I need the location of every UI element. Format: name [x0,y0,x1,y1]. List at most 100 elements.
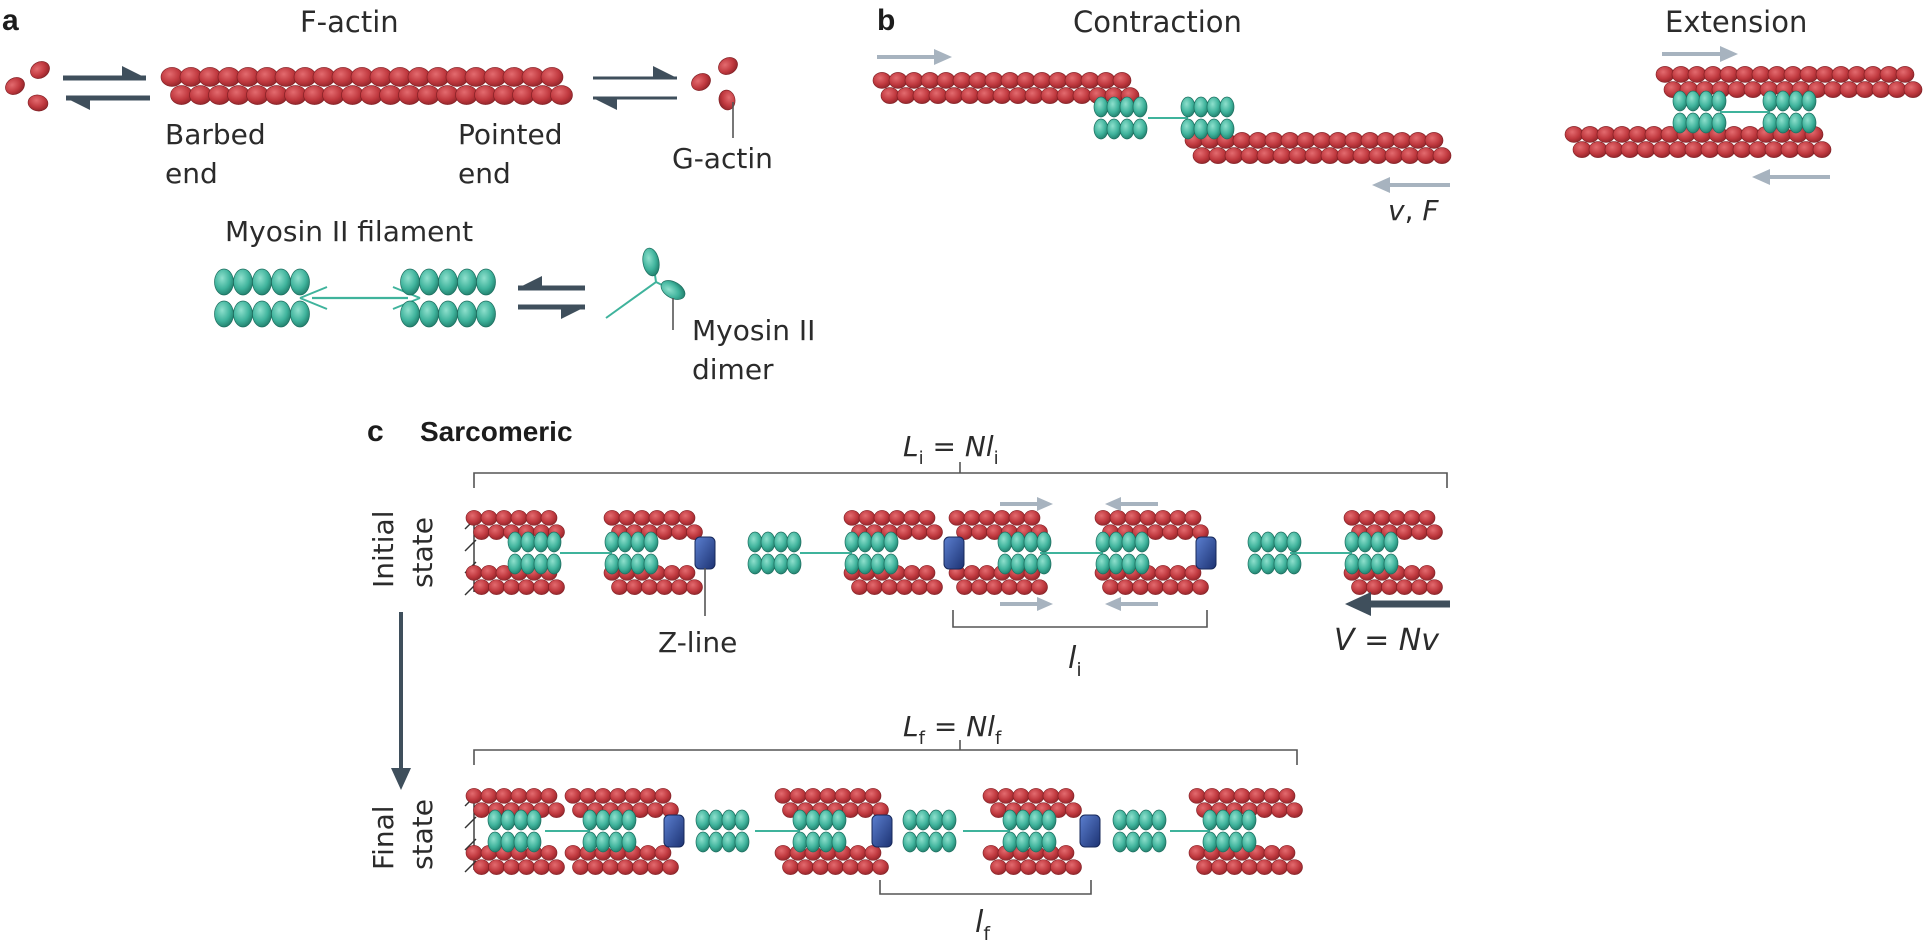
myosin-head [520,553,536,575]
myosin-head [1106,96,1122,118]
actin-bead [1360,132,1380,149]
myosin-head [1180,118,1196,140]
myosin-head [1241,809,1257,831]
arrow-head [593,98,617,110]
actin-bead [1112,72,1132,89]
myosin-head [252,268,272,296]
actin-bead [1384,147,1404,164]
myosin-head [695,831,711,853]
actin-bead [609,788,627,804]
myosin-head [805,809,821,831]
myosin-head [1247,531,1263,553]
initial-length-bracket [473,462,1448,488]
actin-bead [1226,859,1243,875]
actin-bead [1426,524,1443,540]
myosin-head [290,268,310,296]
myosin-head [419,268,439,296]
actin-bead [978,510,996,526]
myosin-head [457,268,477,296]
myosin-head [1028,831,1044,853]
myosin-head [630,531,646,553]
extension-label: Extension [1665,5,1807,39]
myosin-head [1801,90,1817,112]
myosin-head [1788,112,1804,134]
actin-bead [678,510,696,526]
actin-bead [1732,141,1752,158]
myosin-head [831,809,847,831]
myosin-head [252,300,272,328]
actin-bead [797,859,814,875]
myosin-head [818,809,834,831]
actin-bead [1050,859,1067,875]
myosin-head [271,300,291,328]
actin-bead [465,788,483,804]
actin-bead [632,859,649,875]
actin-bead [864,845,882,861]
myosin-head [1273,531,1289,553]
initial-sarcomere-bracket [952,610,1208,628]
myosin-head [1125,809,1141,831]
actin-bead [1580,126,1600,143]
myosin-head [582,809,598,831]
eqf-N: N [966,710,987,743]
actin-bead [888,72,908,89]
actin-bead [1416,147,1436,164]
myosin-head [1260,553,1276,575]
myosin-head [604,553,620,575]
actin-bead [1056,87,1076,104]
actin-bead [978,565,996,581]
myosin-head [526,831,542,853]
myosin-head [1138,831,1154,853]
actin-bead [1687,66,1707,83]
actin-bead [1218,788,1236,804]
actin-bead [1424,132,1444,149]
myosin-head [400,300,420,328]
arrow-head [1037,597,1053,611]
actin-bead [579,788,597,804]
myosin-head [608,831,624,853]
myosin-head [526,809,542,831]
final-length-bracket [473,740,1298,765]
myosin-head [1108,531,1124,553]
z-line-disc [943,536,965,570]
myosin-head [1041,809,1057,831]
gactin-monomer [5,77,25,95]
myosin-head [214,268,234,296]
actin-bead [857,859,874,875]
actin-bead [1203,788,1221,804]
actin-bead [896,579,913,595]
actin-bead [1248,132,1268,149]
actin-bead [1863,66,1883,83]
actin-bead [976,87,996,104]
actin-bead [1716,141,1736,158]
actin-bead [1096,72,1116,89]
myosin-head [513,809,529,831]
actin-bead [1871,81,1891,98]
actin-bead [963,565,981,581]
final-sarcomere-bracket [879,880,1092,895]
actin-bead [1812,141,1832,158]
myosin-head [617,553,633,575]
z-line-disc [1079,814,1101,848]
actin-bead [1344,132,1364,149]
myosin-head [621,831,637,853]
myosin-head [902,831,918,853]
actin-bead [1286,802,1303,818]
actin-bead [626,579,643,595]
actin-bead [1169,565,1187,581]
myosin-head [1132,96,1148,118]
myosin-head [997,553,1013,575]
myosin-head [792,831,808,853]
actin-bead [864,788,882,804]
force-symbol: F [1422,194,1439,227]
myosin-head [734,809,750,831]
myosin-head [500,809,516,831]
myosin-head [1119,96,1135,118]
myosin-head [1132,118,1148,140]
myosin-head [1134,553,1150,575]
myosin-head [844,531,860,553]
extension-assembly [1564,66,1923,158]
actin-bead [624,788,642,804]
actin-bead [1208,147,1228,164]
actin-bead [1124,510,1142,526]
